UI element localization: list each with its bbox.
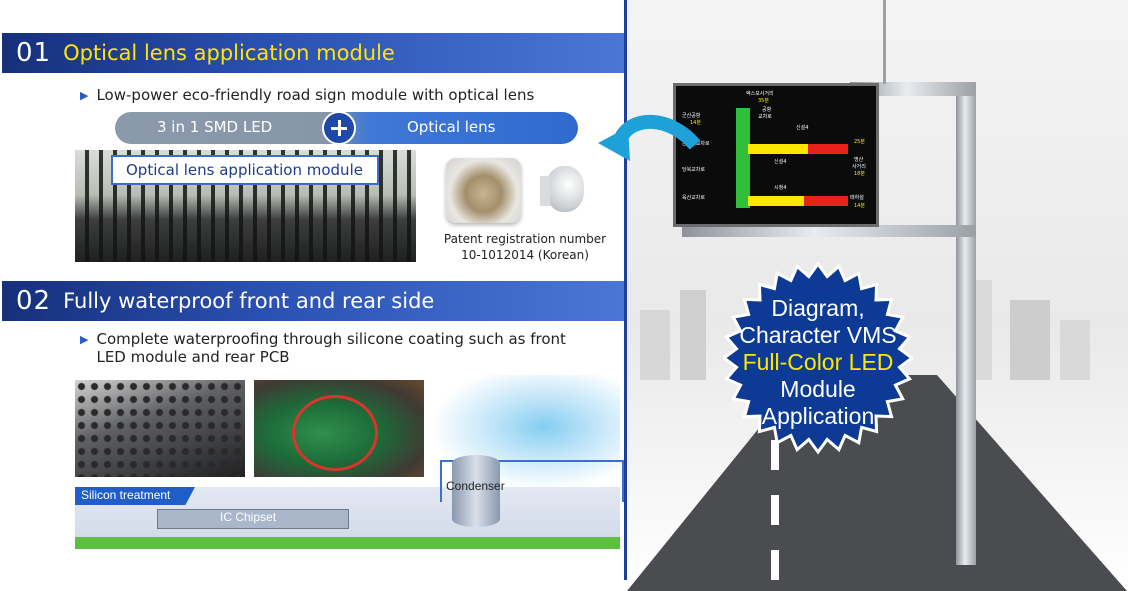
- ic-chipset: IC Chipset: [157, 509, 349, 529]
- pill-right-label: Optical lens: [407, 118, 496, 136]
- patent-line2: 10-1012014 (Korean): [461, 248, 589, 262]
- silicon-label-tab: Silicon treatment: [75, 487, 195, 505]
- pcb-rear-photo: [254, 380, 424, 477]
- bullet-triangle-icon: ▶: [80, 333, 89, 346]
- antenna: [883, 0, 886, 84]
- section1-title: Optical lens application module: [63, 41, 395, 65]
- condenser: Condenser: [446, 455, 505, 527]
- badge-line4: Module: [780, 376, 856, 402]
- badge-line2: Character VMS: [739, 322, 897, 348]
- sign-route-red2: [804, 196, 848, 206]
- sign-label: 공항: [762, 107, 772, 113]
- section2-title: Fully waterproof front and rear side: [63, 289, 435, 313]
- optical-lens-image: [446, 158, 521, 223]
- section2-bullet-line2: LED module and rear PCB: [96, 348, 290, 366]
- highlight-circle: [292, 395, 378, 471]
- bullet-triangle-icon: ▶: [80, 89, 89, 102]
- sign-label: 교차로: [758, 114, 772, 120]
- section1-bullet: ▶ Low-power eco-friendly road sign modul…: [80, 86, 620, 104]
- pole-arm-top: [850, 82, 976, 96]
- panel-divider: [624, 0, 627, 580]
- section1-number: 01: [16, 38, 52, 68]
- badge-line1: Diagram,: [771, 295, 865, 321]
- patent-line1: Patent registration number: [443, 232, 607, 246]
- sign-route-red: [808, 144, 848, 154]
- sign-label: 14분: [690, 120, 701, 126]
- curved-arrow-icon: [598, 114, 700, 161]
- photo-caption: Optical lens application module: [126, 161, 363, 179]
- sign-label: 군산공항: [682, 113, 701, 119]
- sign-label: 당북교차로: [682, 167, 706, 173]
- sign-label: 엑스포사거리: [746, 91, 774, 97]
- sign-label: 신설4: [774, 159, 787, 165]
- photo-caption-box: Optical lens application module: [111, 155, 379, 185]
- sign-label: 육산교차로: [682, 195, 706, 201]
- badge-line3: Full-Color LED: [742, 349, 894, 375]
- section2-header: 02 Fully waterproof front and rear side: [2, 281, 625, 321]
- section2-number: 02: [16, 286, 52, 316]
- sign-label: 18분: [854, 171, 865, 177]
- starburst-badge: [723, 261, 913, 455]
- ic-label: IC Chipset: [220, 510, 277, 524]
- sign-label: 신설4: [796, 125, 809, 131]
- badge-line5: Application: [761, 403, 875, 429]
- sign-label: 35분: [758, 98, 769, 104]
- sign-route-yellow2: [748, 196, 808, 206]
- badge-text: Diagram, Character VMS Full-Color LED Mo…: [733, 295, 903, 430]
- sign-label: 사거리: [852, 164, 866, 170]
- sign-route-green: [736, 108, 750, 208]
- vms-sign-board: 엑스포사거리 35분 공항 교차로 군산공항 14분 신설4 근산대교차로 25…: [673, 83, 879, 227]
- sign-pole: [956, 85, 976, 565]
- condenser-label: Condenser: [446, 479, 505, 493]
- pole-arm-bottom: [682, 225, 976, 237]
- sign-label: 시청4: [774, 185, 787, 191]
- section2-bullet: ▶ Complete waterproofing through silicon…: [80, 330, 620, 366]
- sign-label: 14분: [854, 203, 865, 209]
- coating-outline: [440, 460, 624, 502]
- section1-header: 01 Optical lens application module: [2, 33, 625, 73]
- sign-label: 명산: [854, 157, 864, 163]
- lens-side-image: [532, 158, 598, 223]
- sign-label: 태하설: [850, 195, 864, 201]
- sign-route-yellow: [748, 144, 818, 154]
- section1-bullet-text: Low-power eco-friendly road sign module …: [96, 86, 535, 104]
- plus-icon: [322, 111, 356, 145]
- pill-left-label: 3 in 1 SMD LED: [157, 118, 273, 136]
- led-module-front-photo: [75, 380, 245, 477]
- silicon-label: Silicon treatment: [81, 488, 171, 502]
- sign-label: 25분: [854, 139, 865, 145]
- section2-bullet-line1: Complete waterproofing through silicone …: [96, 330, 566, 348]
- pcb-strip: [75, 537, 620, 549]
- road-center-line: [771, 440, 779, 590]
